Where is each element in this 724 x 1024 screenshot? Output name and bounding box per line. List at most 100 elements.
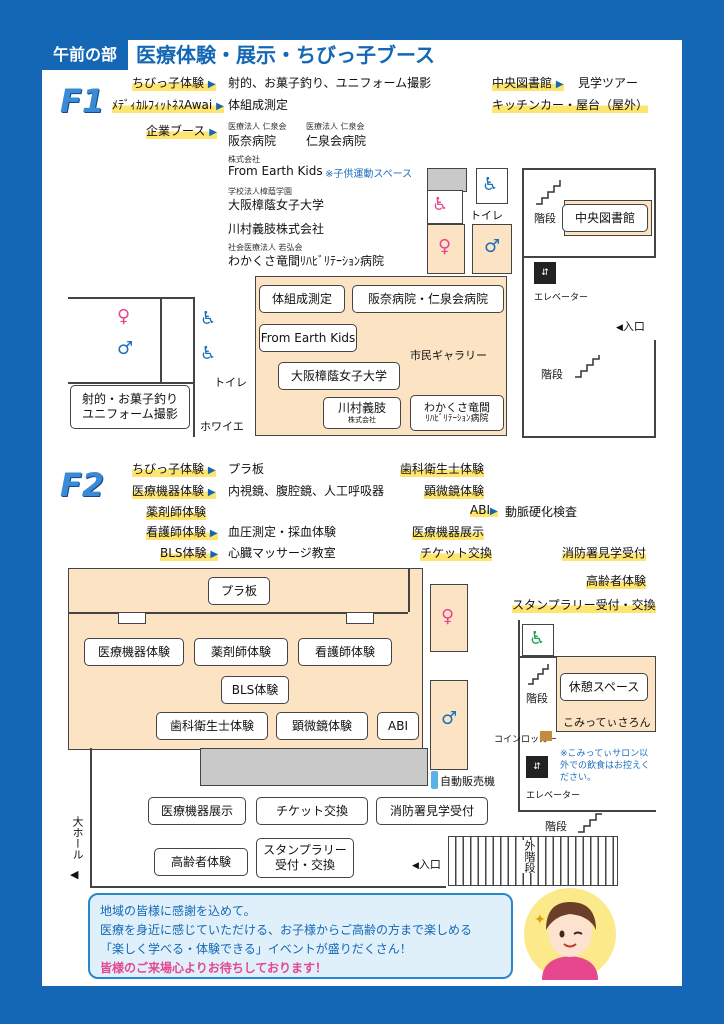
abi-booth[interactable]: ABI bbox=[377, 712, 419, 740]
wall bbox=[408, 568, 410, 612]
wall bbox=[193, 297, 195, 437]
f2-mid-listing-name: 顕微鏡体験 bbox=[424, 482, 485, 499]
shateki-booth[interactable]: 射的・お菓子釣りユニフォーム撮影 bbox=[70, 385, 190, 429]
wall bbox=[522, 168, 654, 170]
wall bbox=[654, 340, 656, 438]
women-restroom-icon: ♀ bbox=[441, 606, 455, 627]
dental-hygienist-booth[interactable]: 歯科衛生士体験 bbox=[156, 712, 268, 740]
wall bbox=[68, 612, 408, 614]
stairs-icon bbox=[536, 180, 561, 205]
nurse-mascot-icon: ✦ bbox=[524, 888, 616, 980]
accessible-restroom bbox=[476, 168, 508, 204]
wall bbox=[522, 436, 656, 438]
message-line: 地域の皆様に感謝を込めて。 bbox=[100, 904, 256, 918]
f2-listing-name: BLS体験 ▶ bbox=[160, 544, 219, 561]
f1-right-listing-name: 中央図書館 ▶ bbox=[492, 74, 564, 91]
osaka-shoin-booth[interactable]: 大阪樟蔭女子大学 bbox=[278, 362, 400, 390]
wall bbox=[654, 168, 656, 256]
elevator-label: エレベーター bbox=[526, 791, 581, 801]
stairs-label: 階段 bbox=[545, 820, 567, 833]
f2-right-listing: 高齢者体験 bbox=[586, 572, 647, 589]
wall bbox=[522, 168, 524, 438]
f2-mid-listing-name: チケット交換 bbox=[420, 544, 493, 561]
company-subtitle: 社会医療法人 若弘会 bbox=[228, 243, 303, 252]
accessible-restroom-icon: ♿ bbox=[432, 194, 449, 215]
medical-device-booth[interactable]: 医療機器体験 bbox=[84, 638, 184, 666]
elderly-experience-booth[interactable]: 高齢者体験 bbox=[154, 848, 248, 876]
women-restroom-icon: ♀ bbox=[438, 236, 452, 257]
ticket-exchange-booth[interactable]: チケット交換 bbox=[256, 797, 368, 825]
company-subtitle: 医療法人 仁泉会 bbox=[228, 122, 287, 131]
accessible-restroom-icon: ♿ bbox=[200, 308, 217, 329]
men-restroom bbox=[472, 224, 512, 274]
entrance-f1[interactable]: ◀入口 bbox=[616, 320, 645, 333]
f1-right-listing-detail: 見学ツアー bbox=[578, 76, 639, 90]
company-subtitle: 株式会社 bbox=[228, 155, 260, 164]
kawamura-booth[interactable]: 川村義肢株式会社 bbox=[323, 397, 401, 429]
coin-locker-label: コインロッカー bbox=[494, 735, 558, 745]
company-name: 仁泉会病院 bbox=[306, 134, 367, 148]
men-restroom-icon: ♂ bbox=[484, 236, 501, 257]
hanna-hospital-booth[interactable]: 阪奈病院・仁泉会病院 bbox=[352, 285, 504, 313]
toilet-label: トイレ bbox=[470, 209, 503, 222]
page-title: 医療体験・展示・ちびっ子ブース bbox=[136, 43, 435, 67]
body-composition-booth[interactable]: 体組成測定 bbox=[259, 285, 345, 313]
elevator-icon: ⇵ bbox=[526, 756, 548, 778]
microscope-booth[interactable]: 顕微鏡体験 bbox=[276, 712, 368, 740]
stairs-label: 階段 bbox=[541, 368, 563, 381]
stairs-label: 階段 bbox=[534, 212, 556, 225]
gray-block bbox=[200, 748, 428, 786]
elevator-label: エレベーター bbox=[534, 293, 589, 303]
message-line: 「楽しく学べる・体験できる」イベントが盛りだくさん！ bbox=[100, 942, 412, 956]
f2-mid-listing-name: ABI▶ bbox=[470, 503, 498, 517]
men-restroom bbox=[430, 680, 468, 770]
pla-ban-booth[interactable]: プラ板 bbox=[208, 577, 270, 605]
coin-locker-icon bbox=[540, 731, 552, 741]
f2-listing-detail: 内視鏡、腹腔鏡、人工呼吸器 bbox=[228, 484, 385, 498]
bls-booth[interactable]: BLS体験 bbox=[221, 676, 289, 704]
f2-mid-listing-name: 歯科衛生士体験 bbox=[400, 460, 485, 477]
f2-listing-name: ちびっ子体験 ▶ bbox=[132, 460, 216, 477]
f1-listing-name: 企業ブース ▶ bbox=[146, 122, 217, 139]
company-name: 大阪樟蔭女子大学 bbox=[228, 198, 325, 212]
svg-text:✦: ✦ bbox=[534, 912, 546, 928]
women-restroom bbox=[427, 224, 465, 274]
wall bbox=[68, 382, 193, 384]
f2-listing-detail: 血圧測定・採血体験 bbox=[228, 525, 337, 539]
company-note: ※子供運動スペース bbox=[325, 169, 413, 180]
wall bbox=[90, 748, 92, 888]
nurse-booth[interactable]: 看護師体験 bbox=[298, 638, 392, 666]
wall bbox=[90, 886, 446, 888]
message-line: 医療を身近に感じていただける、お子様からご高齢の方まで楽しめる bbox=[100, 923, 473, 937]
elevator-icon: ⇵ bbox=[534, 262, 556, 284]
device-exhibit-booth[interactable]: 医療機器展示 bbox=[148, 797, 246, 825]
accessible-restroom bbox=[522, 624, 554, 656]
pharmacist-booth[interactable]: 薬剤師体験 bbox=[194, 638, 288, 666]
stairs-label: 階段 bbox=[526, 692, 548, 705]
accessible-restroom bbox=[427, 190, 463, 224]
from-earth-kids-booth[interactable]: From Earth Kids bbox=[259, 324, 357, 352]
gray-block bbox=[427, 168, 467, 192]
f2-listing-name: 看護師体験 ▶ bbox=[146, 523, 218, 540]
stairs-icon bbox=[575, 355, 600, 378]
floor-label-f1: F1 bbox=[60, 82, 105, 120]
company-subtitle: 学校法人樟蔭学園 bbox=[228, 187, 292, 196]
stairs-icon bbox=[528, 664, 549, 685]
f1-listing-name: ちびっ子体験 ▶ bbox=[132, 74, 216, 91]
stairs-icon bbox=[578, 813, 602, 833]
accessible-restroom-icon: ♿ bbox=[529, 628, 546, 649]
stamp-rally-booth[interactable]: スタンプラリー受付・交換 bbox=[256, 838, 354, 878]
accessible-restroom-icon: ♿ bbox=[482, 174, 499, 195]
f1-right-listing-name: キッチンカー・屋台（屋外） bbox=[492, 96, 649, 113]
f2-listing-name: 薬剤師体験 bbox=[146, 503, 207, 520]
wall bbox=[160, 297, 162, 384]
men-restroom-icon: ♂ bbox=[441, 708, 458, 729]
rest-space-box[interactable]: 休憩スペース bbox=[560, 673, 648, 701]
big-hall-arrow: ◀ bbox=[70, 868, 79, 881]
fire-station-booth[interactable]: 消防署見学受付 bbox=[376, 797, 488, 825]
company-name: 阪奈病院 bbox=[228, 134, 277, 148]
entrance-f2[interactable]: ◀入口 bbox=[412, 858, 441, 871]
foyer-label: ホワイエ bbox=[200, 420, 244, 433]
central-library-box[interactable]: 中央図書館 bbox=[562, 204, 648, 232]
wakakusa-booth[interactable]: わかくさ竜間ﾘﾊﾋﾞﾘﾃｰｼｮﾝ病院 bbox=[410, 395, 504, 431]
